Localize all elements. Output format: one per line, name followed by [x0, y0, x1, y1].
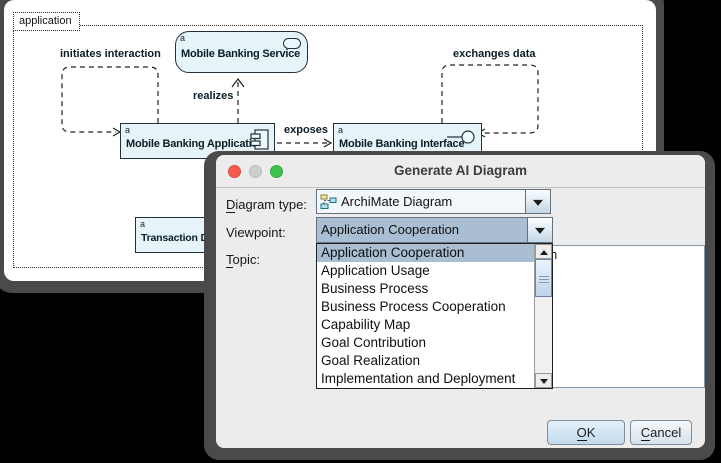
scroll-down-button[interactable] — [535, 373, 552, 388]
scrollbar-thumb[interactable] — [535, 259, 552, 297]
topic-label: Topic: — [226, 252, 260, 268]
node-badge: a — [140, 219, 146, 229]
diagram-type-value: ArchiMate Diagram — [341, 194, 453, 209]
node-name: Transaction Data — [141, 232, 223, 244]
scroll-up-button[interactable] — [535, 244, 552, 259]
node-name: Mobile Banking Service — [181, 48, 301, 60]
dropdown-option[interactable]: Business Process Cooperation — [321, 299, 506, 314]
dropdown-option[interactable]: Goal Realization — [321, 353, 421, 368]
dialog-titlebar[interactable]: Generate AI Diagram — [216, 155, 705, 188]
diagram-type-dropdown-button[interactable] — [525, 190, 550, 213]
viewpoint-dropdown-list: Application Cooperation Application Usag… — [316, 243, 553, 389]
arrowhead-realizes — [231, 78, 245, 88]
dropdown-option[interactable]: Implementation and Deployment — [321, 371, 516, 386]
node-badge: a — [338, 125, 344, 135]
connector-layer — [61, 64, 539, 148]
dropdown-option[interactable]: Application Cooperation — [317, 244, 534, 262]
scroll-down-icon — [539, 379, 548, 384]
diagram-type-label: Diagram type: — [226, 197, 307, 213]
dropdown-option[interactable]: Capability Map — [321, 317, 411, 332]
dropdown-option[interactable]: Business Process — [321, 281, 429, 296]
node-mobile-banking-service[interactable]: a Mobile Banking Service — [175, 31, 308, 73]
viewpoint-value: Application Cooperation — [321, 222, 460, 237]
minimize-button[interactable] — [249, 165, 262, 178]
diagram-type-combobox[interactable]: ArchiMate Diagram — [316, 189, 551, 214]
viewpoint-combobox[interactable]: Application Cooperation — [316, 217, 553, 243]
zoom-button[interactable] — [270, 165, 283, 178]
cancel-button[interactable]: Cancel — [630, 420, 692, 445]
node-mobile-banking-application[interactable]: a Mobile Banking Application — [120, 123, 275, 159]
node-badge: a — [125, 125, 131, 135]
generate-ai-diagram-dialog: Generate AI Diagram Diagram type: ArchiM… — [204, 151, 715, 460]
interface-icon — [447, 130, 475, 144]
dropdown-option[interactable]: Application Usage — [321, 263, 430, 278]
viewpoint-dropdown-button[interactable] — [527, 218, 552, 242]
archimate-diagram-icon — [320, 194, 337, 209]
edge-label-exchanges-data: exchanges data — [453, 48, 536, 60]
node-name: Mobile Banking Application — [126, 138, 265, 150]
ok-button[interactable]: OK — [547, 420, 625, 445]
dialog-title: Generate AI Diagram — [393, 163, 528, 178]
edge-exchanges-data — [441, 64, 539, 134]
viewpoint-label: Viewpoint: — [226, 225, 286, 240]
dropdown-option[interactable]: Goal Contribution — [321, 335, 427, 350]
topic-text-fragment: n — [550, 247, 558, 262]
edge-label-exposes: exposes — [284, 124, 329, 136]
chevron-down-icon — [533, 199, 543, 206]
arrowhead-exposes — [323, 138, 333, 148]
dropdown-scrollbar[interactable] — [534, 244, 552, 388]
node-badge: a — [180, 33, 186, 43]
diagram-editor-window: application initiates interaction realiz… — [0, 0, 664, 293]
arrowhead-initiates — [112, 127, 122, 137]
edge-initiates-interaction — [61, 66, 159, 133]
container-label[interactable]: application — [13, 12, 80, 31]
chevron-down-icon — [535, 227, 545, 234]
edge-label-realizes: realizes — [193, 90, 234, 102]
node-name: Mobile Banking Interface — [339, 138, 465, 150]
component-icon — [250, 129, 269, 150]
close-button[interactable] — [228, 165, 241, 178]
scroll-up-icon — [539, 250, 548, 255]
edge-label-initiates-interaction: initiates interaction — [60, 48, 161, 60]
service-icon — [283, 38, 301, 49]
